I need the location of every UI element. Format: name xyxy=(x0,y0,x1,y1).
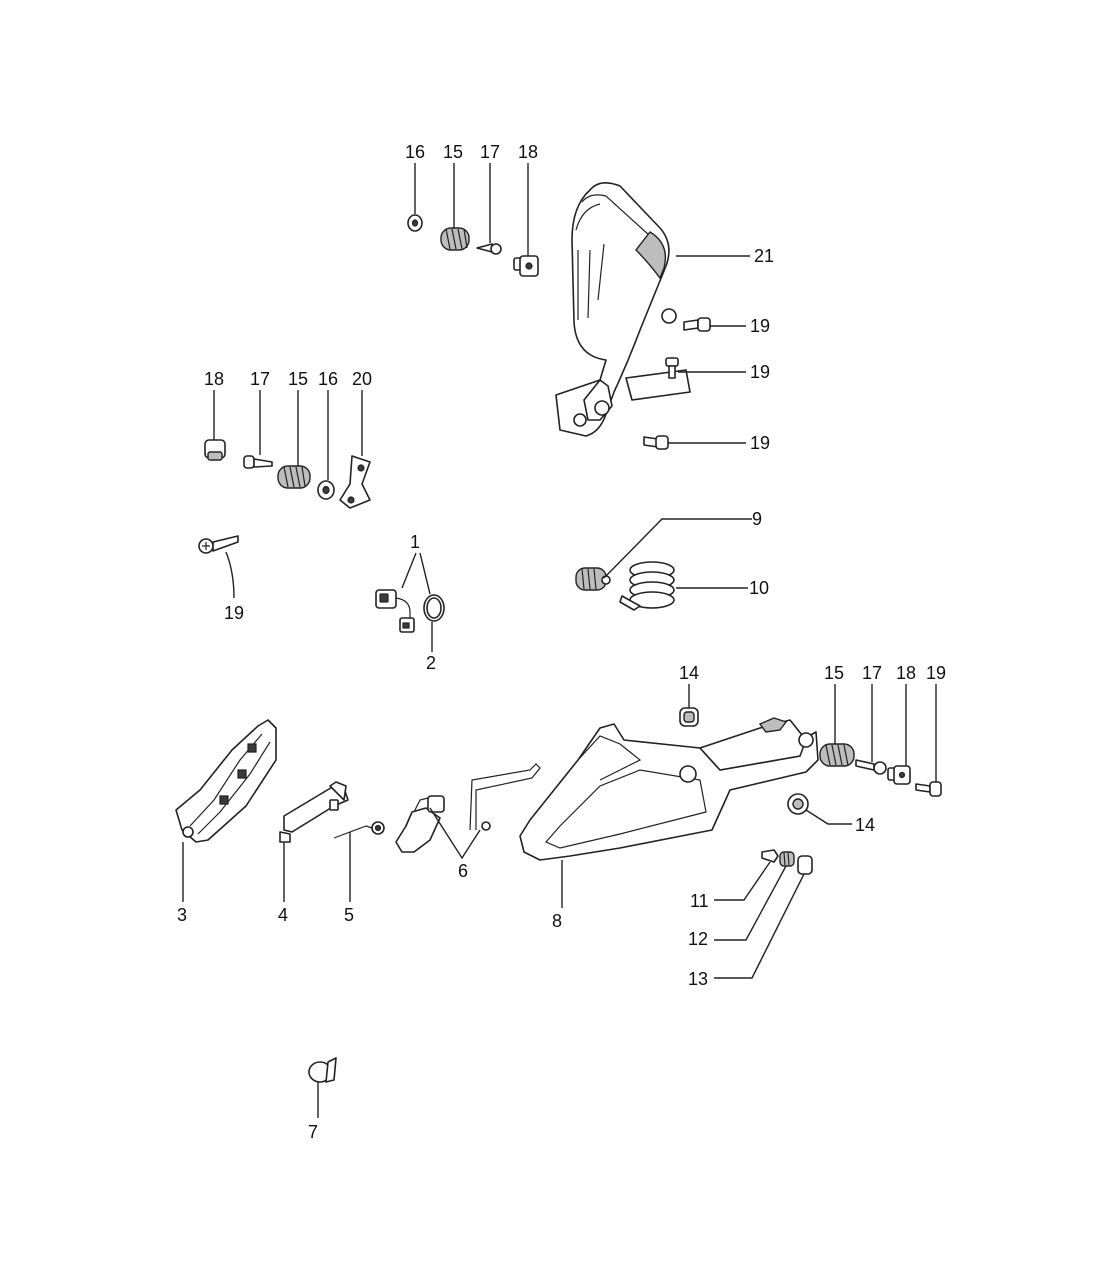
label-9: 9 xyxy=(752,509,762,529)
label-17-right: 17 xyxy=(862,663,882,683)
part-5-spring-wire: 5 xyxy=(333,821,385,925)
bracket-20 xyxy=(339,455,371,509)
label-19-right: 19 xyxy=(926,663,946,683)
top-mount-group: 16 15 17 18 xyxy=(405,142,539,277)
screw-17 xyxy=(476,243,502,255)
nut-18-left xyxy=(204,439,226,461)
part-8-handle-frame: 8 xyxy=(519,717,819,931)
label-19-lower: 19 xyxy=(750,433,770,453)
part-1-valve xyxy=(375,589,415,633)
label-20: 20 xyxy=(352,369,372,389)
label-19-upper: 19 xyxy=(750,316,770,336)
spring-15 xyxy=(440,227,470,251)
part-10-spring xyxy=(619,561,675,611)
nut-18 xyxy=(513,255,539,277)
part-3-handle-cover: 3 xyxy=(175,719,277,925)
label-15-right: 15 xyxy=(824,663,844,683)
label-19-left: 19 xyxy=(224,603,244,623)
nut-18-right xyxy=(887,765,911,785)
screw-19-left: 19 xyxy=(198,535,244,623)
leader-9 xyxy=(603,518,752,579)
label-8: 8 xyxy=(552,911,562,931)
screw-17-right xyxy=(855,759,887,775)
bolt-19-lower: 19 xyxy=(643,433,770,453)
label-12: 12 xyxy=(688,929,708,949)
leader-1a xyxy=(401,552,417,589)
label-10: 10 xyxy=(749,578,769,598)
leader-6 xyxy=(429,807,481,860)
leader-11 xyxy=(714,861,771,901)
part-7-cap: 7 xyxy=(308,1057,337,1142)
part-9-buffer xyxy=(575,567,611,591)
label-16: 16 xyxy=(405,142,425,162)
label-19-middle: 19 xyxy=(750,362,770,382)
label-18-left: 18 xyxy=(204,369,224,389)
part-14-lower: 14 xyxy=(787,793,875,835)
part-13-plug xyxy=(797,855,813,875)
label-5: 5 xyxy=(344,905,354,925)
part-4-lever: 4 xyxy=(278,781,349,925)
label-21: 21 xyxy=(754,246,774,266)
label-4: 4 xyxy=(278,905,288,925)
part-9-10-assembly: 9 10 xyxy=(575,509,769,611)
front-handle-21: 21 xyxy=(555,182,774,437)
part-6-trigger-assembly: 6 xyxy=(395,763,541,881)
label-2: 2 xyxy=(426,653,436,673)
label-16-left: 16 xyxy=(318,369,338,389)
part-1-2-assembly: 1 2 xyxy=(375,532,445,673)
label-14-lower: 14 xyxy=(855,815,875,835)
label-1: 1 xyxy=(410,532,420,552)
left-mount-group: 18 17 15 16 20 xyxy=(204,369,372,509)
label-15: 15 xyxy=(443,142,463,162)
leader-12 xyxy=(714,865,787,941)
right-mount-group: 15 17 18 19 xyxy=(819,663,946,797)
label-7: 7 xyxy=(308,1122,318,1142)
label-18-right: 18 xyxy=(896,663,916,683)
leader-14-lower xyxy=(805,809,852,825)
part-14-upper: 14 xyxy=(679,663,699,727)
label-14-upper: 14 xyxy=(679,663,699,683)
spring-15-left xyxy=(277,465,311,489)
label-17-left: 17 xyxy=(250,369,270,389)
label-18: 18 xyxy=(518,142,538,162)
label-6: 6 xyxy=(458,861,468,881)
label-11: 11 xyxy=(690,891,709,911)
label-15-left: 15 xyxy=(288,369,308,389)
part-2-ring xyxy=(423,594,445,622)
part-11-pin xyxy=(761,849,779,863)
bolt-19-right xyxy=(915,781,942,797)
label-3: 3 xyxy=(177,905,187,925)
washer-16 xyxy=(407,214,423,232)
bolt-19-middle: 19 xyxy=(665,357,770,382)
spring-15-right xyxy=(819,743,855,767)
label-17: 17 xyxy=(480,142,500,162)
part-12-spring xyxy=(779,851,795,867)
screw-17-left xyxy=(243,455,273,469)
leader-13 xyxy=(714,873,805,979)
bolt-19-upper: 19 xyxy=(683,316,770,336)
washer-16-left xyxy=(317,480,335,500)
label-13: 13 xyxy=(688,969,708,989)
part-11-12-13-assembly: 11 12 13 xyxy=(688,849,813,989)
leader-1b xyxy=(419,552,431,595)
